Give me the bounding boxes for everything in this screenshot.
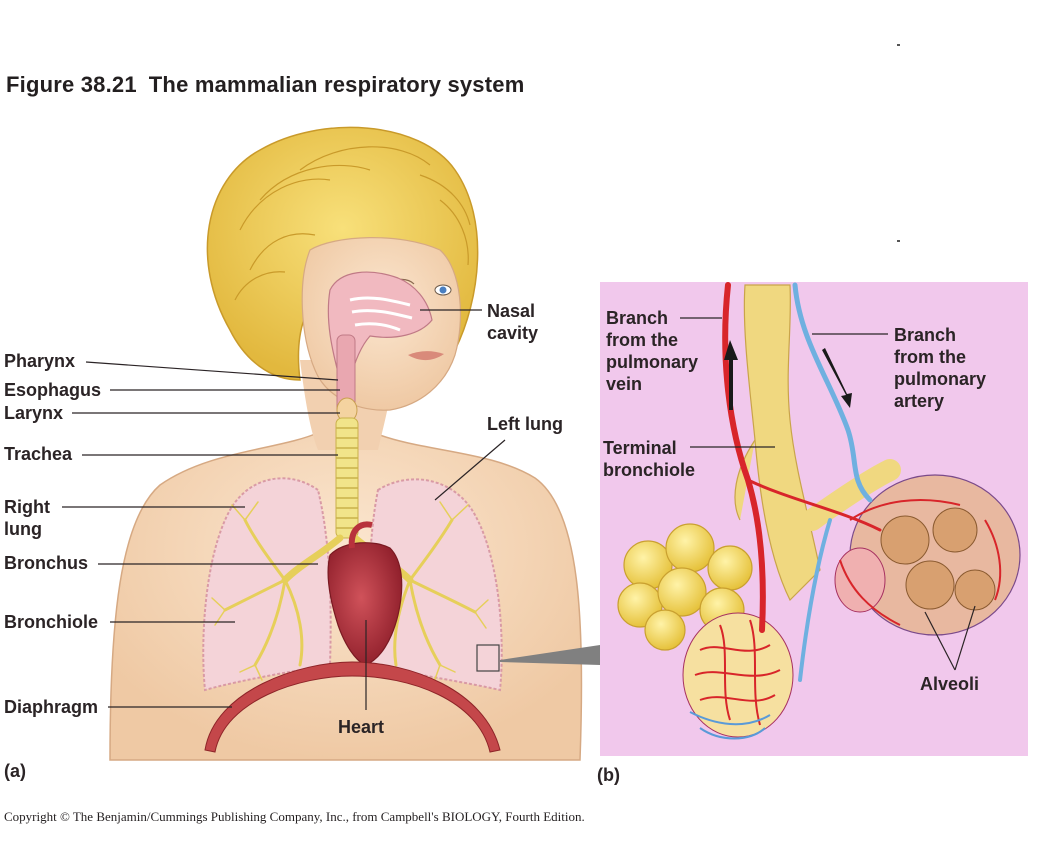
airway-cross-section <box>327 271 433 423</box>
alveolar-cluster-right <box>834 474 1021 636</box>
label-artery-line-4: artery <box>894 391 945 411</box>
leader-lines-a <box>62 309 506 710</box>
label-heart: Heart <box>338 717 385 737</box>
left-lung <box>368 478 503 692</box>
bronchiole-tube <box>734 284 901 602</box>
magnify-box <box>476 644 500 672</box>
label-vein-line-4: vein <box>606 374 643 394</box>
label-diaphragm: Diaphragm <box>4 697 99 717</box>
label-left-lung: Left lung <box>487 414 563 434</box>
label-right-lung: Right lung <box>4 496 50 540</box>
label-pharynx: Pharynx <box>4 351 76 371</box>
label-nasal-cavity-line-1: Nasal <box>487 301 536 321</box>
label-right-lung-line-1: Right <box>4 497 50 517</box>
figure-number: Figure 38.21 <box>6 72 137 97</box>
speck <box>897 240 900 242</box>
label-pulmonary-vein-branch: Branch from the pulmonary vein <box>606 307 698 395</box>
speck <box>897 44 900 46</box>
label-terminal-bronchiole: Terminal bronchiole <box>603 437 695 481</box>
copyright-notice: Copyright © The Benjamin/Cummings Publis… <box>4 809 585 824</box>
label-artery-line-3: pulmonary <box>894 369 987 389</box>
label-vein-line-2: from the <box>606 330 678 350</box>
label-alveoli: Alveoli <box>920 674 980 694</box>
label-vein-line-3: pulmonary <box>606 352 699 372</box>
label-artery-line-1: Branch <box>894 325 957 345</box>
label-right-lung-line-2: lung <box>4 519 42 539</box>
label-trachea: Trachea <box>4 444 73 464</box>
heart <box>327 521 403 666</box>
label-terminal-line-1: Terminal <box>603 438 677 458</box>
label-artery-line-2: from the <box>894 347 966 367</box>
label-nasal-cavity-line-2: cavity <box>487 323 539 343</box>
label-nasal-cavity: Nasal cavity <box>487 300 538 344</box>
panel-b-letter: (b) <box>597 765 620 785</box>
trachea <box>335 417 359 539</box>
label-pulmonary-artery-branch: Branch from the pulmonary artery <box>894 324 986 412</box>
flow-arrows <box>724 340 852 410</box>
label-vein-line-1: Branch <box>606 308 669 328</box>
label-larynx: Larynx <box>4 403 64 423</box>
pulmonary-artery-branch <box>792 282 873 682</box>
figure-title: Figure 38.21 The mammalian respiratory sy… <box>6 72 524 98</box>
label-bronchus: Bronchus <box>4 553 89 573</box>
capillary-net-left <box>682 612 794 740</box>
figure-title-text: The mammalian respiratory system <box>148 72 525 97</box>
pulmonary-vein-branch <box>722 282 882 633</box>
label-terminal-line-2: bronchiole <box>603 460 696 480</box>
label-esophagus: Esophagus <box>4 380 102 400</box>
label-bronchiole: Bronchiole <box>4 612 99 632</box>
panel-a-letter: (a) <box>4 761 26 781</box>
magnify-arrow <box>500 628 632 682</box>
diaphragm <box>204 661 501 753</box>
leader-lines-b <box>680 317 976 671</box>
